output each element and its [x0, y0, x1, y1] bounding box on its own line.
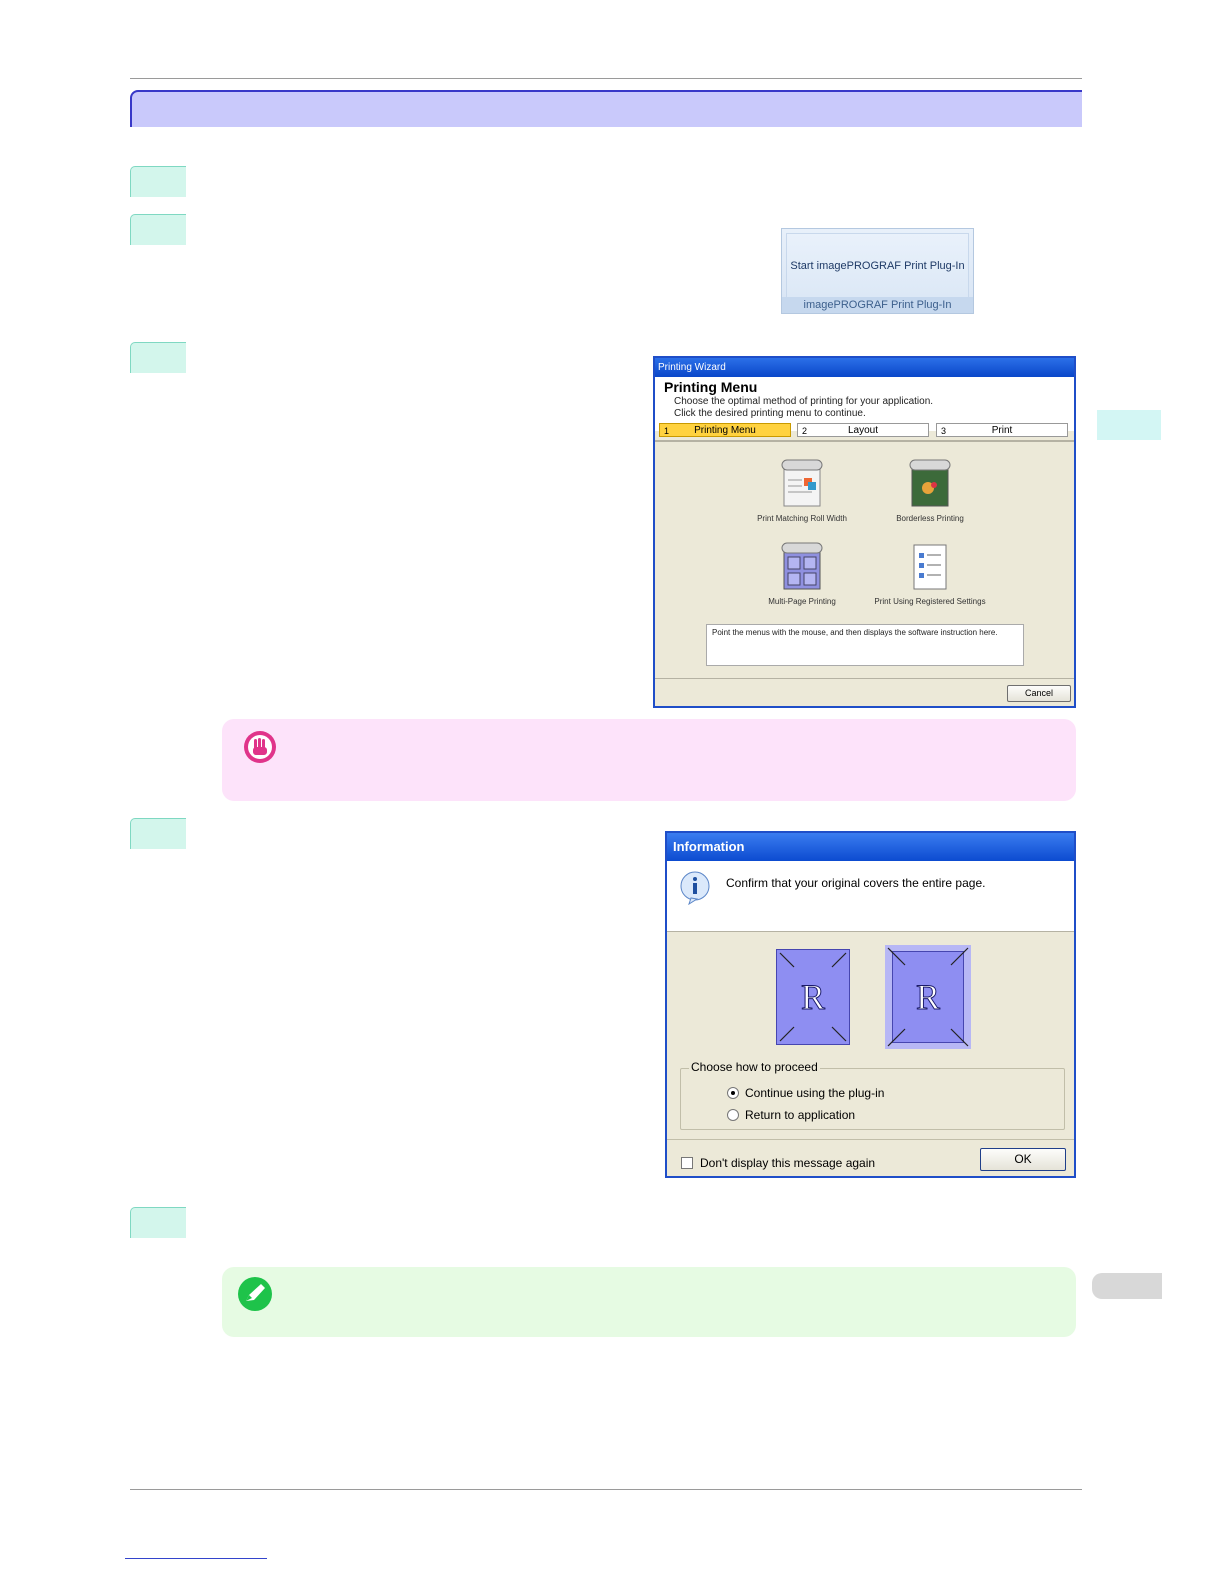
option-return-application[interactable]: Return to application: [727, 1108, 855, 1122]
wizard-titlebar: Printing Wizard: [655, 358, 1074, 377]
info-message-area: Confirm that your original covers the en…: [667, 861, 1074, 932]
footer-link-underline[interactable]: [125, 1558, 267, 1559]
note-pencil-icon: [238, 1277, 272, 1311]
important-hand-icon: [244, 731, 276, 763]
step-tab-2: [130, 214, 186, 245]
wizard-steps: 1 Printing Menu 2 Layout 3 Print: [659, 423, 1070, 439]
page-bleed-inner: R: [892, 951, 964, 1043]
wizard-header: Printing Menu Choose the optimal method …: [655, 377, 1074, 431]
section-banner: [130, 90, 1082, 127]
page-fit-preview: R: [776, 949, 850, 1045]
cancel-button[interactable]: Cancel: [1007, 685, 1071, 702]
proceed-groupbox: Choose how to proceed Continue using the…: [680, 1060, 1065, 1130]
menu-label: Multi-Page Printing: [768, 597, 836, 606]
radio-unselected[interactable]: [727, 1109, 739, 1121]
radio-selected[interactable]: [727, 1087, 739, 1099]
wizard-heading: Printing Menu: [664, 379, 758, 395]
footer-rule: [130, 1489, 1082, 1490]
wizard-instruction-1: Choose the optimal method of printing fo…: [674, 396, 934, 407]
menu-multi-page-printing[interactable]: Multi-Page Printing: [737, 541, 867, 606]
step-tab-4: [130, 818, 186, 849]
start-plugin-button[interactable]: Start imagePROGRAF Print Plug-In: [786, 233, 969, 298]
roll-width-icon: [781, 459, 823, 507]
wizard-step-layout[interactable]: 2 Layout: [797, 423, 929, 437]
multi-page-icon: [781, 542, 823, 590]
step-tab-1: [130, 166, 186, 197]
info-footer-separator: [667, 1139, 1074, 1140]
inward-arrows-icon: [779, 952, 847, 1042]
menu-label: Print Matching Roll Width: [757, 514, 847, 523]
step-tab-3: [130, 342, 186, 373]
menu-label: Print Using Registered Settings: [874, 597, 986, 606]
registered-settings-icon: [913, 544, 947, 590]
wizard-footer-separator: [655, 678, 1074, 679]
ribbon-group: Start imagePROGRAF Print Plug-In imagePR…: [781, 228, 974, 314]
menu-borderless-printing[interactable]: Borderless Printing: [865, 458, 995, 523]
info-icon: [680, 871, 710, 905]
wizard-instruction-2: Click the desired printing menu to conti…: [674, 408, 866, 419]
menu-print-registered-settings[interactable]: Print Using Registered Settings: [865, 541, 995, 606]
note-callout: [222, 1267, 1076, 1337]
info-message: Confirm that your original covers the en…: [726, 876, 986, 890]
printing-wizard-window: Printing Wizard Printing Menu Choose the…: [653, 356, 1076, 708]
information-dialog: Information Confirm that your original c…: [665, 831, 1076, 1178]
menu-label: Borderless Printing: [896, 514, 964, 523]
wizard-step-print[interactable]: 3 Print: [936, 423, 1068, 437]
chapter-side-tab: [1097, 410, 1161, 440]
important-callout: [222, 719, 1076, 801]
header-rule: [130, 78, 1082, 79]
wizard-instruction-box: Point the menus with the mouse, and then…: [706, 624, 1024, 666]
wizard-step-printing-menu[interactable]: 1 Printing Menu: [659, 423, 791, 437]
borderless-icon: [909, 459, 951, 507]
outward-arrows-icon: [887, 947, 969, 1047]
start-plugin-label: Start imagePROGRAF Print Plug-In: [790, 259, 965, 272]
menu-print-matching-roll-width[interactable]: Print Matching Roll Width: [737, 458, 867, 523]
proceed-group-label: Choose how to proceed: [689, 1060, 820, 1074]
option-continue-plugin[interactable]: Continue using the plug-in: [727, 1086, 884, 1100]
dont-display-checkbox-row[interactable]: Don't display this message again: [681, 1156, 875, 1170]
dont-display-checkbox[interactable]: [681, 1157, 693, 1169]
info-titlebar: Information: [667, 833, 1074, 861]
page-side-tab: [1092, 1273, 1162, 1299]
ok-button[interactable]: OK: [980, 1148, 1066, 1171]
ribbon-group-label: imagePROGRAF Print Plug-In: [782, 297, 973, 313]
step-tab-5: [130, 1207, 186, 1238]
wizard-header-separator: [655, 440, 1074, 442]
